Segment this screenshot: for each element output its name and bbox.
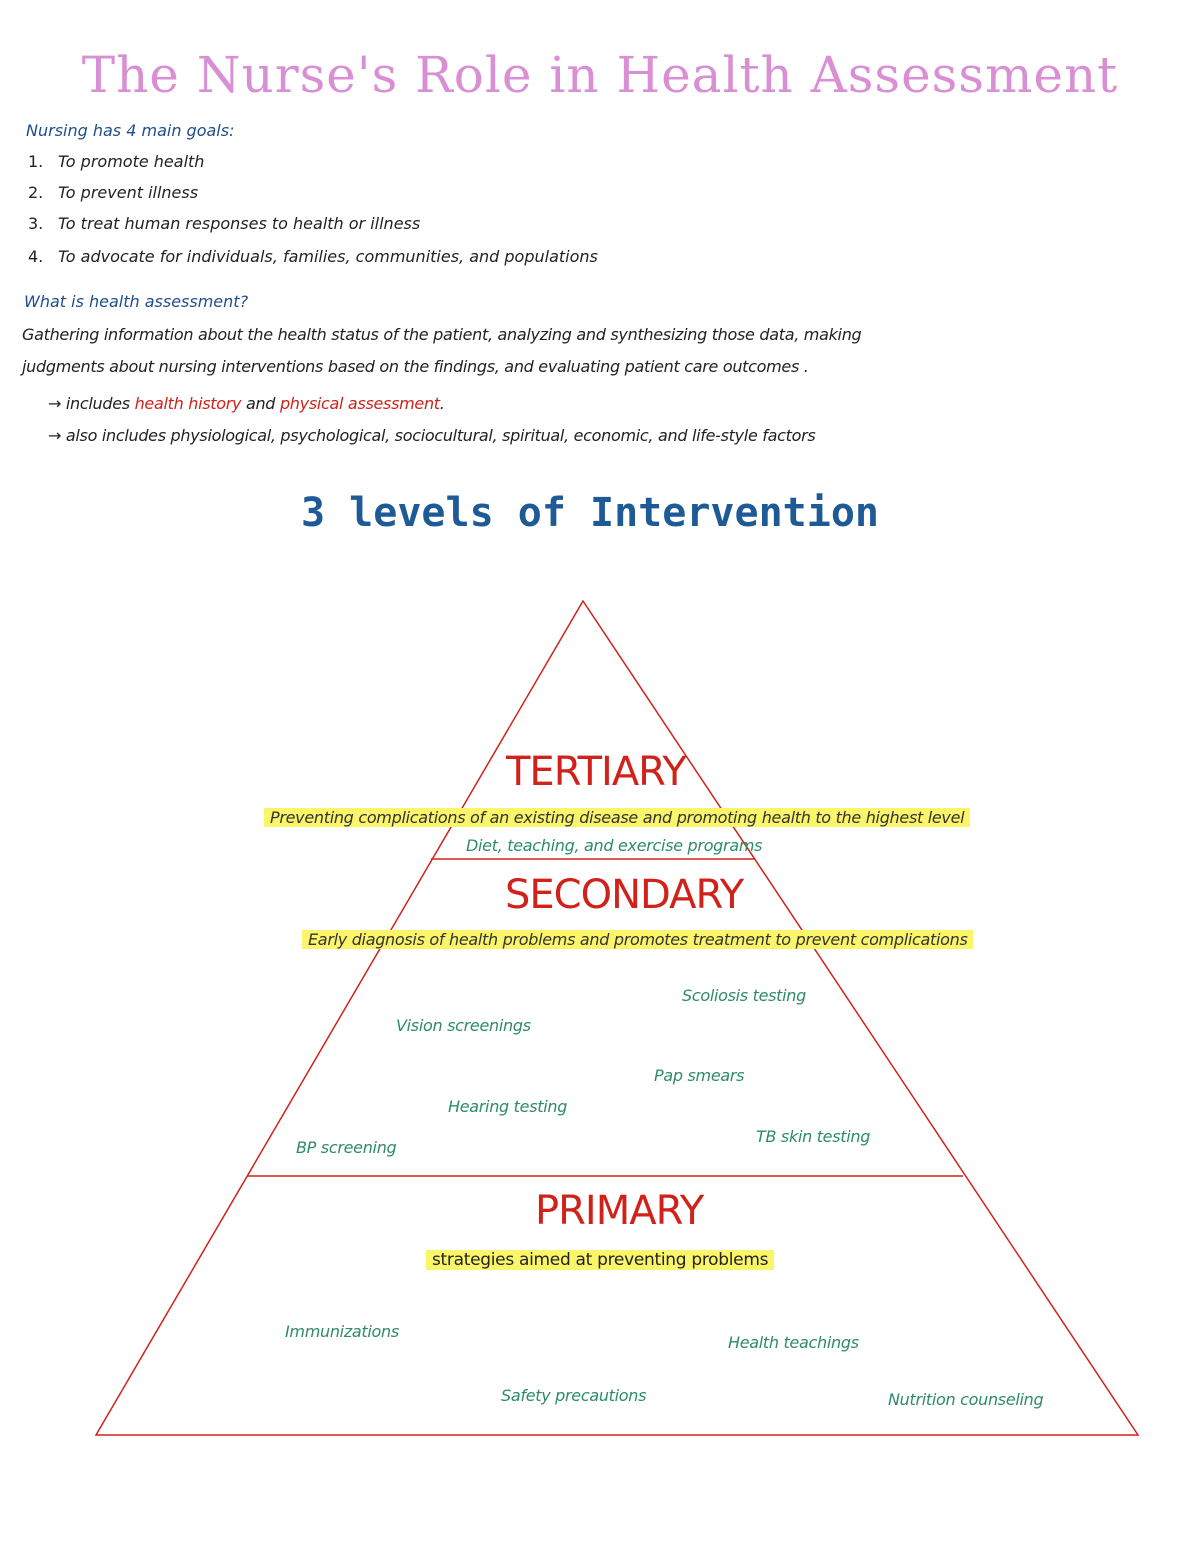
bullet-suffix: .	[439, 394, 445, 413]
goal-item: 1. To promote health	[28, 152, 204, 171]
bullet-prefix: → includes	[48, 394, 135, 413]
goal-item: 2. To prevent illness	[28, 183, 198, 202]
goal-text: To advocate for individuals, families, c…	[58, 247, 598, 266]
page-title: The Nurse's Role in Health Assessment	[81, 46, 1119, 104]
highlighted-text: Early diagnosis of health problems and p…	[302, 930, 974, 949]
secondary-example: Hearing testing	[448, 1097, 568, 1116]
highlighted-text: Preventing complications of an existing …	[264, 808, 971, 827]
bullet-mid: and	[241, 394, 280, 413]
definition-line: Gathering information about the health s…	[22, 325, 862, 344]
tertiary-label: TERTIARY	[506, 749, 687, 795]
goal-number: 3.	[28, 214, 44, 233]
secondary-label: SECONDARY	[505, 872, 744, 918]
goal-number: 1.	[28, 152, 44, 171]
definition-bullet: → also includes physiological, psycholog…	[48, 426, 816, 445]
section-heading: 3 levels of Intervention	[301, 490, 879, 536]
goal-item: 4. To advocate for individuals, families,…	[28, 247, 598, 266]
goal-text: To treat human responses to health or il…	[58, 214, 421, 233]
definition-bullet: → includes health history and physical a…	[48, 394, 445, 413]
tertiary-example: Diet, teaching, and exercise programs	[466, 836, 763, 855]
highlighted-text: strategies aimed at preventing problems	[426, 1250, 775, 1270]
physical-assessment-term: physical assessment	[279, 394, 440, 413]
secondary-example: Vision screenings	[396, 1016, 531, 1035]
secondary-example: Scoliosis testing	[682, 986, 806, 1005]
goal-text: To promote health	[58, 152, 205, 171]
pyramid-outline	[94, 599, 1140, 1436]
secondary-example: TB skin testing	[756, 1127, 871, 1146]
primary-example: Safety precautions	[501, 1386, 647, 1405]
secondary-example: Pap smears	[654, 1066, 745, 1085]
primary-description: strategies aimed at preventing problems	[426, 1250, 775, 1270]
secondary-description: Early diagnosis of health problems and p…	[302, 930, 974, 949]
goal-number: 4.	[28, 247, 44, 266]
primary-example: Immunizations	[285, 1322, 399, 1341]
primary-example: Nutrition counseling	[888, 1390, 1044, 1409]
primary-example: Health teachings	[728, 1333, 859, 1352]
goal-item: 3. To treat human responses to health or …	[28, 214, 420, 233]
health-history-term: health history	[134, 394, 242, 413]
secondary-example: BP screening	[296, 1138, 397, 1157]
goal-number: 2.	[28, 183, 44, 202]
tertiary-description: Preventing complications of an existing …	[264, 808, 971, 827]
primary-label: PRIMARY	[535, 1188, 704, 1234]
definition-heading: What is health assessment?	[24, 292, 249, 311]
goals-heading: Nursing has 4 main goals:	[26, 121, 235, 140]
goal-text: To prevent illness	[58, 183, 199, 202]
definition-line: judgments about nursing interventions ba…	[22, 357, 809, 376]
